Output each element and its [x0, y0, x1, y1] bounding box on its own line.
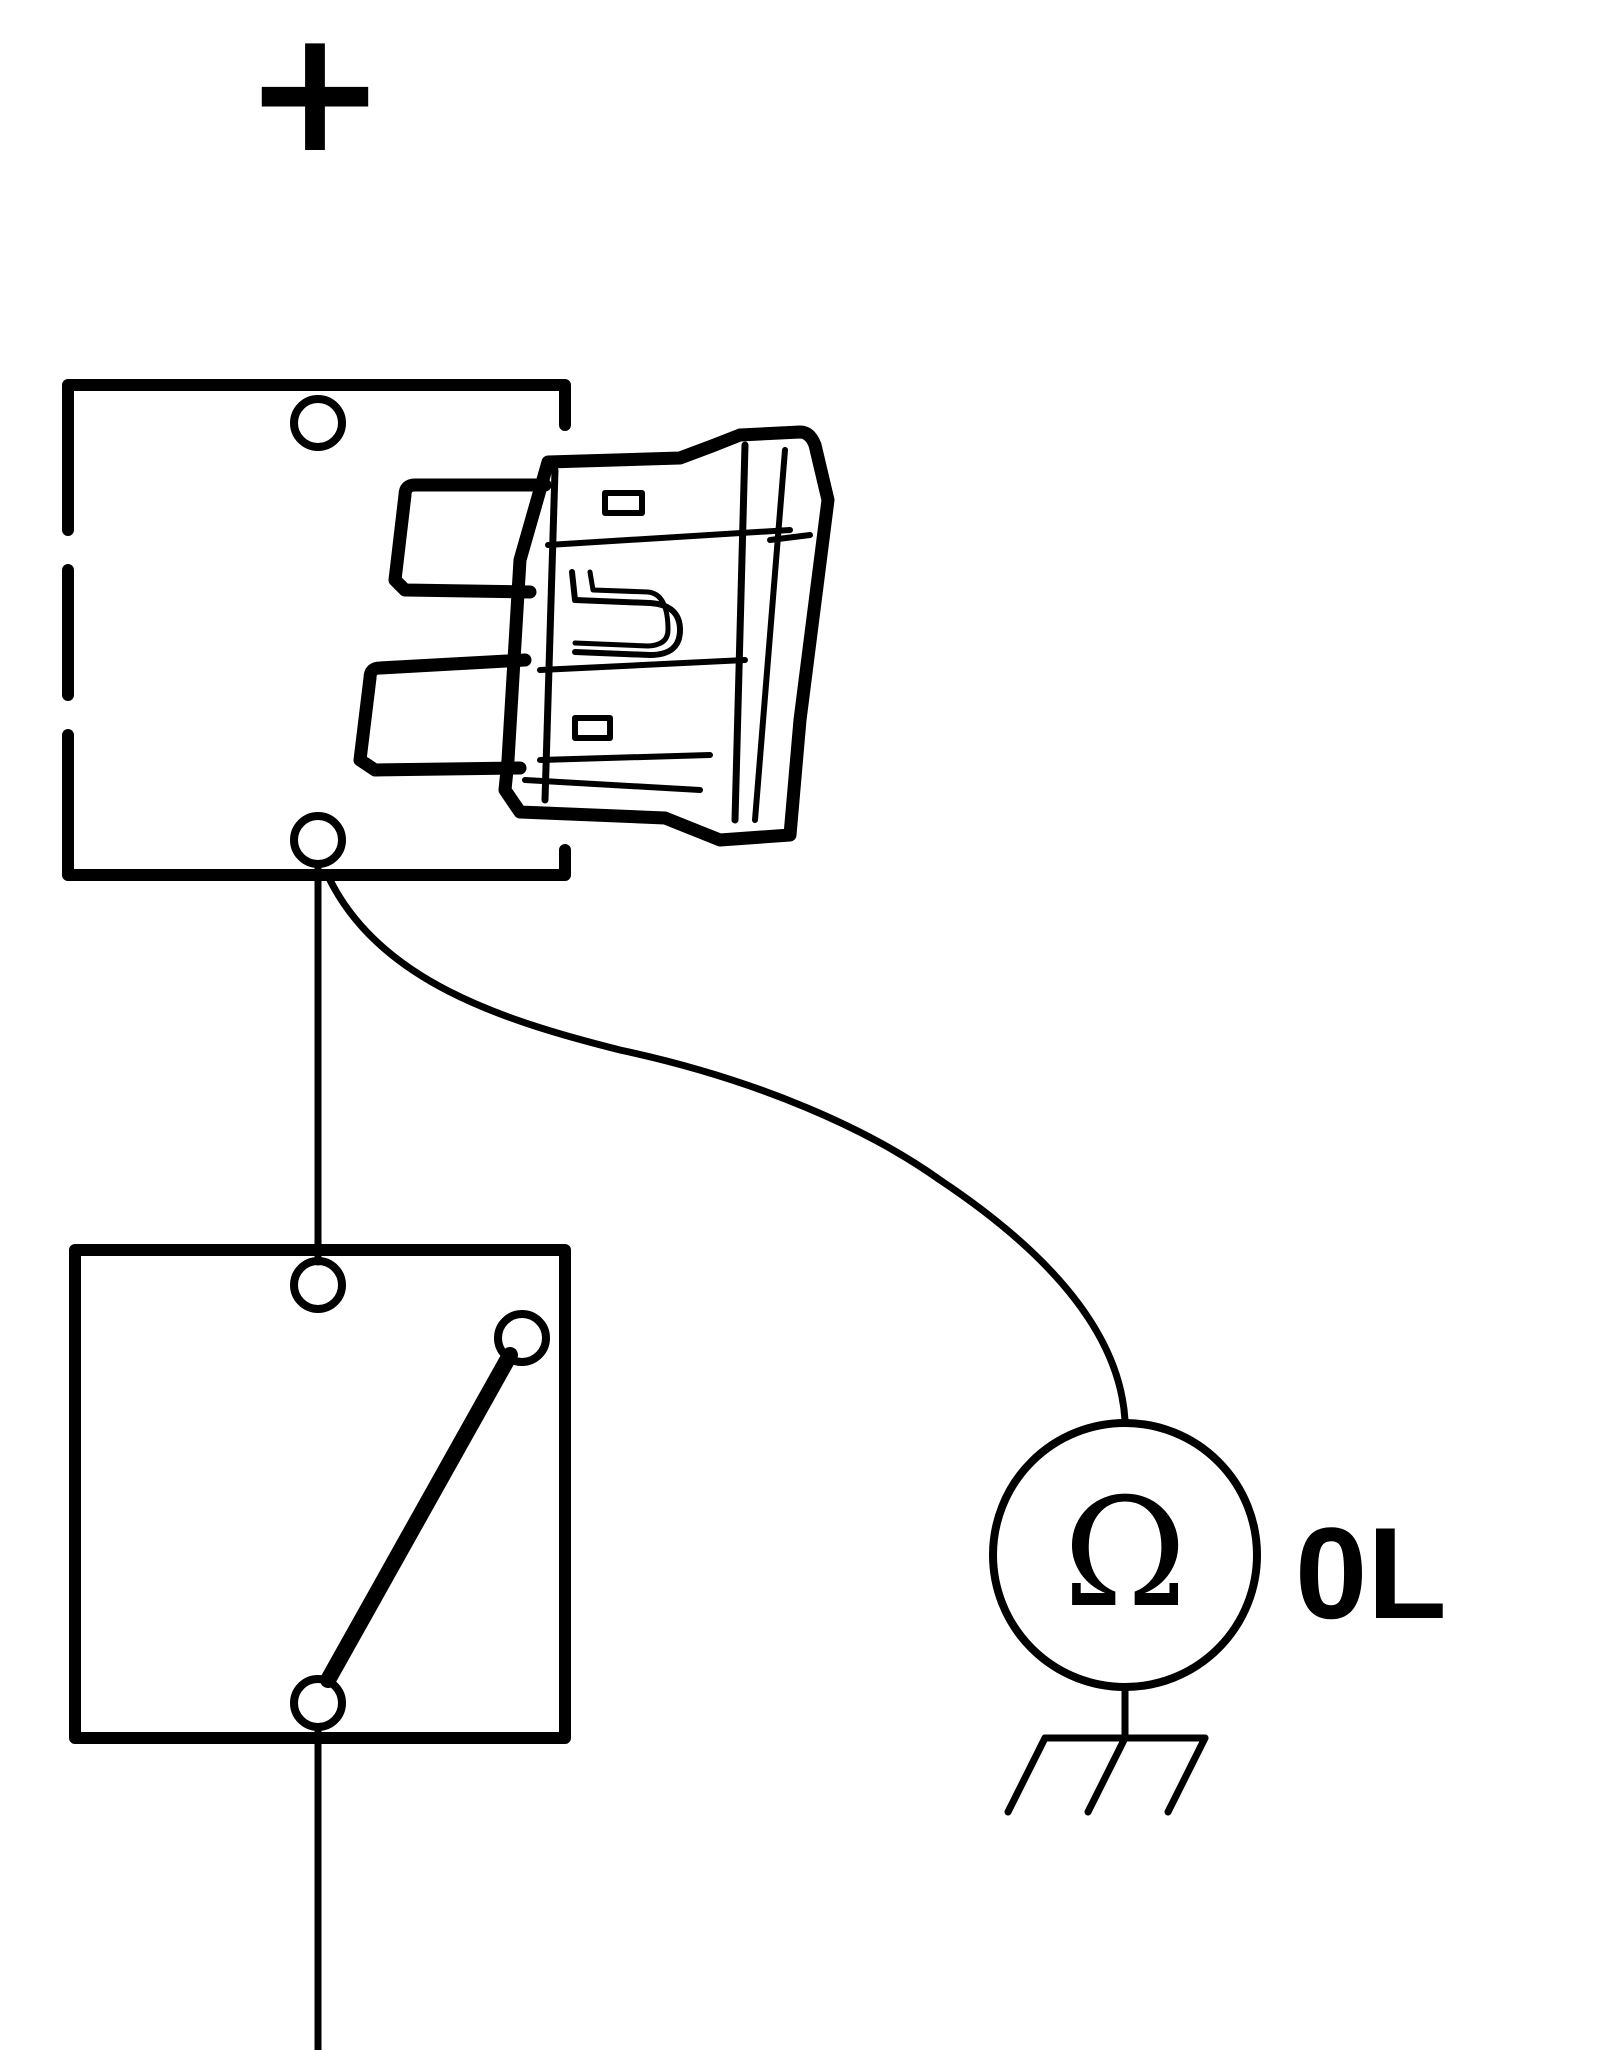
ohmmeter-icon: Ω: [989, 1419, 1261, 1691]
switch-top-terminal: [290, 1257, 346, 1313]
meter-reading: 0L: [1295, 1500, 1447, 1646]
ohm-symbol: Ω: [1063, 1467, 1187, 1641]
positive-terminal-label: +: [244, 0, 386, 191]
switch-lever: [320, 1347, 518, 1688]
switch-pivot-terminal: [290, 1675, 346, 1731]
fuse-bottom-terminal: [290, 812, 346, 868]
fuse-top-terminal: [290, 395, 346, 451]
switch-open-contact: [494, 1310, 550, 1366]
switch-icon: [69, 1244, 571, 1744]
fuse-blade-icon: [353, 425, 835, 847]
fuse-holder: [62, 379, 571, 881]
ground-icon: [1004, 1683, 1209, 1816]
probe-wire: [326, 876, 1129, 1424]
